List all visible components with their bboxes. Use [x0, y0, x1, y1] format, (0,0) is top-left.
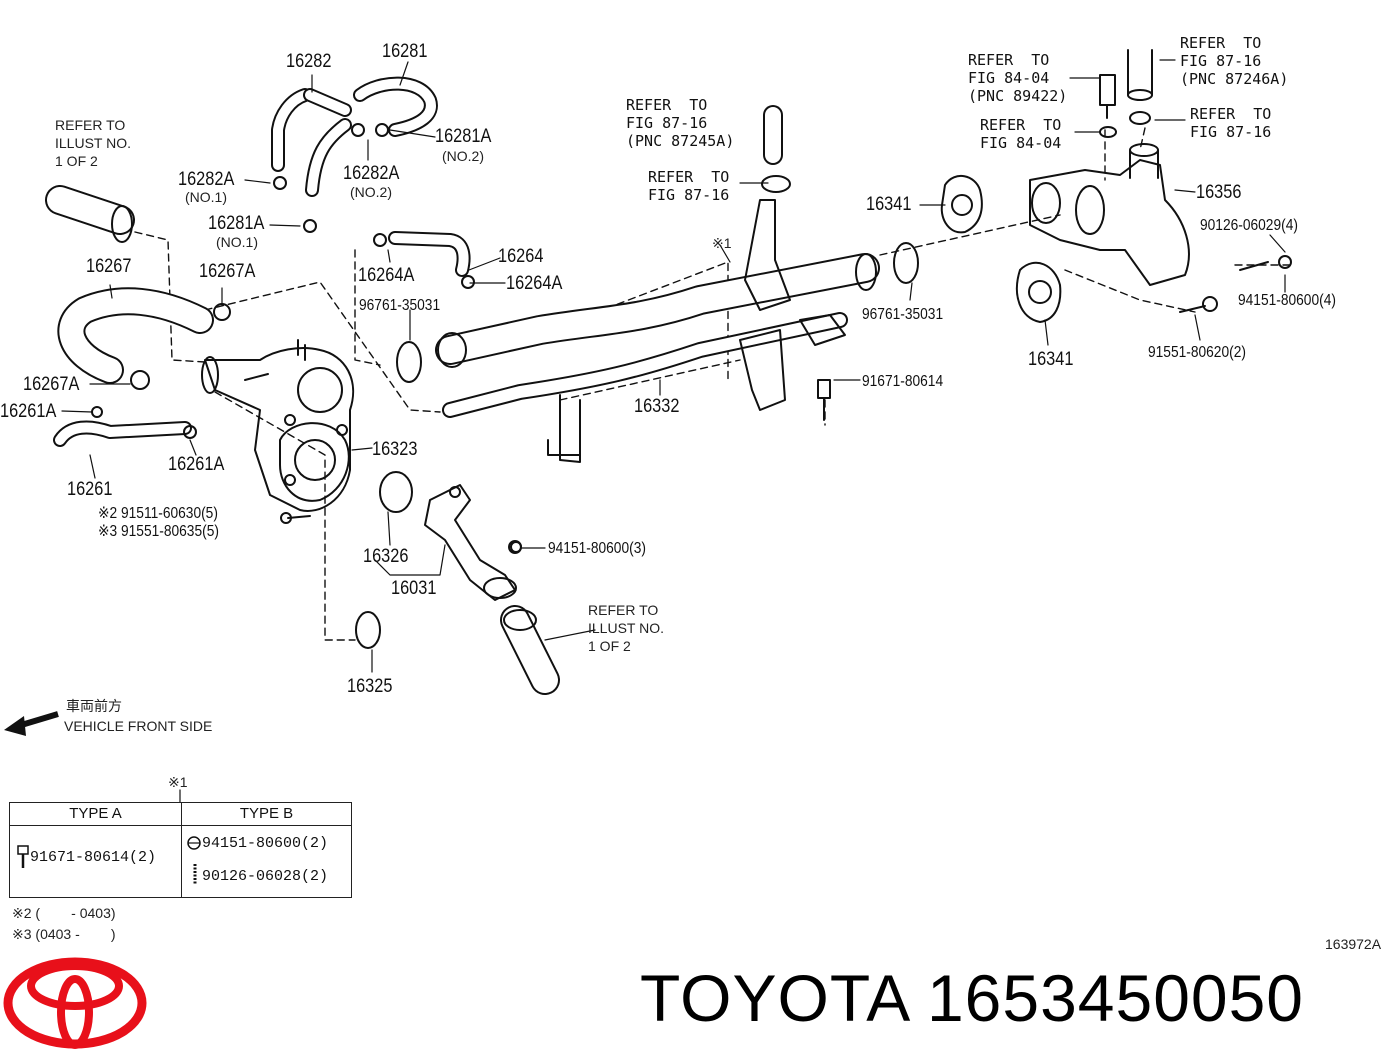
part-label: 16341 — [1028, 349, 1074, 370]
part-label: 94151-80600(3) — [548, 540, 646, 557]
part-label: 16267 — [86, 256, 132, 277]
part-label: 94151-80600(4) — [1238, 292, 1336, 309]
part-label: ※3 91551-80635(5) — [98, 523, 219, 540]
part-label: 16031 — [391, 578, 437, 599]
part-label: 16356 — [1196, 182, 1242, 203]
part-label: 96761-35031 — [359, 297, 441, 314]
part-label: 16282 — [286, 51, 332, 72]
front-arrow-icon — [4, 711, 59, 736]
part-label: 16261A — [168, 454, 225, 475]
part-sublabel: (NO.1) — [216, 234, 258, 250]
part-label: 16261 — [67, 479, 113, 500]
front-label-jp: 車両前方 — [66, 698, 122, 714]
part-label: ※2 91511-60630(5) — [98, 505, 218, 522]
type-b-column: TYPE B 94151-80600(2) 90126-06028(2) — [182, 803, 351, 897]
part-label: 16325 — [347, 676, 393, 697]
dashed-guide-lines — [134, 127, 1291, 641]
part-sublabel: (NO.1) — [185, 189, 227, 205]
part-label: 16267A — [23, 374, 80, 395]
type-a-header: TYPE A — [10, 803, 181, 826]
nut-icon — [187, 836, 201, 850]
part-label: 16267A — [199, 261, 256, 282]
part-sublabel: (NO.2) — [350, 184, 392, 200]
part-label: 16326 — [363, 546, 409, 567]
type-a-part: 91671-80614(2) — [30, 849, 157, 866]
part-label: 16281A — [435, 126, 492, 147]
part-label: 96761-35031 — [862, 306, 944, 323]
refer-note: REFER TO FIG 87-16 — [648, 168, 730, 204]
front-label-en: VEHICLE FRONT SIDE — [64, 718, 213, 734]
note-mark: ※1 — [712, 235, 732, 251]
note-2: ※2 ( - 0403) — [12, 905, 116, 921]
part-label: 91551-80620(2) — [1148, 344, 1246, 361]
part-label: 16281A — [208, 213, 265, 234]
part-label: 16341 — [866, 194, 912, 215]
type-b-header: TYPE B — [182, 803, 351, 826]
note-3: ※3 (0403 - ) — [12, 926, 116, 942]
part-label: 16281 — [382, 41, 428, 62]
type-table: TYPE A 91671-80614(2) TYPE B 94151-80600… — [9, 802, 352, 898]
refer-note: REFER TO FIG 87-16 — [1190, 105, 1272, 141]
part-label: 90126-06029(4) — [1200, 217, 1298, 234]
part-label: 16323 — [372, 439, 418, 460]
part-label: 91671-80614 — [862, 373, 944, 390]
refer-note: REFER TO ILLUST NO. 1 OF 2 — [55, 117, 131, 169]
part-label: 16282A — [178, 169, 235, 190]
type-b-part: 94151-80600(2) — [202, 835, 329, 852]
stud-icon — [193, 864, 197, 884]
brand-part-number: TOYOTA 1653450050 — [640, 961, 1305, 1035]
refer-note: REFER TO FIG 87-16 (PNC 87246A) — [1180, 34, 1289, 88]
part-label: 16261A — [0, 401, 57, 422]
refer-note: REFER TO FIG 84-04 — [980, 116, 1062, 152]
table-mark: ※1 — [168, 774, 188, 790]
part-label: 16332 — [634, 396, 680, 417]
figure-id: 163972A — [1325, 936, 1382, 952]
refer-note: REFER TO ILLUST NO. 1 OF 2 — [588, 602, 664, 654]
toyota-logo-icon — [3, 957, 147, 1049]
part-label: 16264A — [506, 273, 563, 294]
type-a-column: TYPE A 91671-80614(2) — [10, 803, 182, 897]
part-sublabel: (NO.2) — [442, 148, 484, 164]
refer-note: REFER TO FIG 84-04 (PNC 89422) — [968, 51, 1068, 105]
part-label: 16264 — [498, 246, 544, 267]
refer-note: REFER TO FIG 87-16 (PNC 87245A) — [626, 96, 735, 150]
part-label: 16282A — [343, 163, 400, 184]
bolt-icon — [17, 845, 29, 868]
part-label: 16264A — [358, 265, 415, 286]
type-b-part: 90126-06028(2) — [202, 868, 329, 885]
